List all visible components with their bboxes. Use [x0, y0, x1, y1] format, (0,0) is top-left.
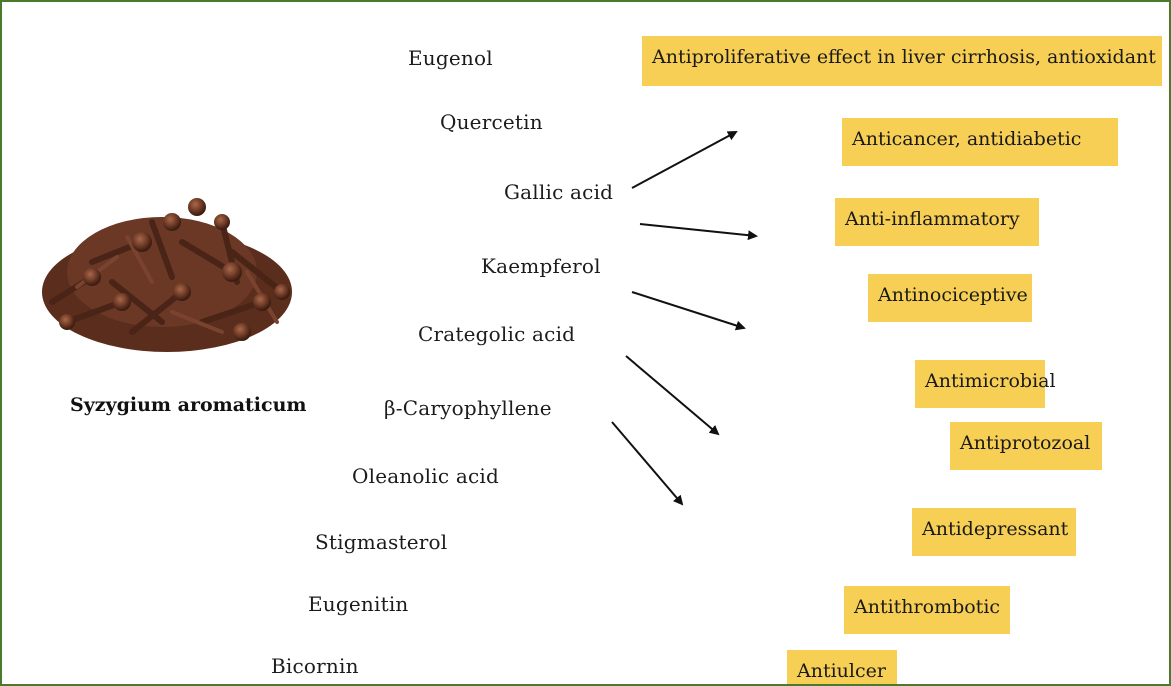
effect-box-anti-inflammatory: Anti-inflammatory [835, 198, 1039, 246]
effect-box-antiprotozoal: Antiprotozoal [950, 422, 1102, 470]
effect-box-antiproliferative: Antiproliferative effect in liver cirrho… [642, 36, 1162, 86]
effect-box-anticancer: Anticancer, antidiabetic [842, 118, 1118, 166]
effect-box-antidepressant: Antidepressant [912, 508, 1076, 556]
effect-box-antimicrobial: Antimicrobial [915, 360, 1045, 408]
effect-box-antinociceptive: Antinociceptive [868, 274, 1032, 322]
arrow-1 [632, 132, 736, 188]
effect-box-antiulcer: Antiulcer [787, 650, 897, 686]
arrow-2 [640, 224, 756, 236]
arrow-3 [632, 292, 744, 328]
arrow-4 [626, 356, 718, 434]
arrow-5 [612, 422, 682, 504]
effect-box-antithrombotic: Antithrombotic [844, 586, 1010, 634]
